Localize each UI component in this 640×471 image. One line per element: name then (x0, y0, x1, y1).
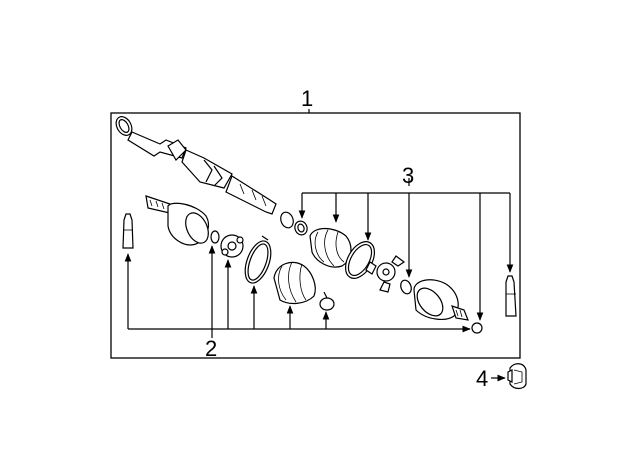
callout-4[interactable]: 4 (476, 366, 488, 391)
inner-joint-housing[interactable] (145, 195, 213, 247)
outer-joint-housing[interactable] (412, 279, 469, 321)
tripod-bearing[interactable] (220, 234, 244, 258)
small-clamp-outer[interactable] (293, 219, 309, 236)
axle-shaft[interactable] (113, 114, 277, 215)
callout-1[interactable]: 1 (301, 86, 313, 111)
callout-3[interactable]: 3 (402, 163, 414, 188)
small-clamp-inner[interactable] (319, 291, 335, 311)
assembly-frame (110, 112, 521, 359)
lock-ring-end[interactable] (471, 322, 483, 334)
retaining-ring-outer[interactable] (399, 279, 413, 296)
callout-3-leaders (298, 178, 514, 321)
spider-tripod[interactable] (365, 255, 406, 293)
inner-boot[interactable] (273, 261, 316, 305)
grease-tube-outer[interactable] (505, 275, 517, 317)
clip-part[interactable] (507, 363, 527, 390)
boot-clamp-inner[interactable] (240, 235, 276, 286)
outer-boot[interactable] (309, 227, 352, 268)
grease-tube-inner[interactable] (122, 213, 134, 249)
snap-ring-inner[interactable] (210, 230, 220, 244)
snap-ring-outer[interactable] (279, 210, 296, 229)
callout-2-leaders (124, 245, 471, 338)
callout-2[interactable]: 2 (205, 336, 217, 361)
